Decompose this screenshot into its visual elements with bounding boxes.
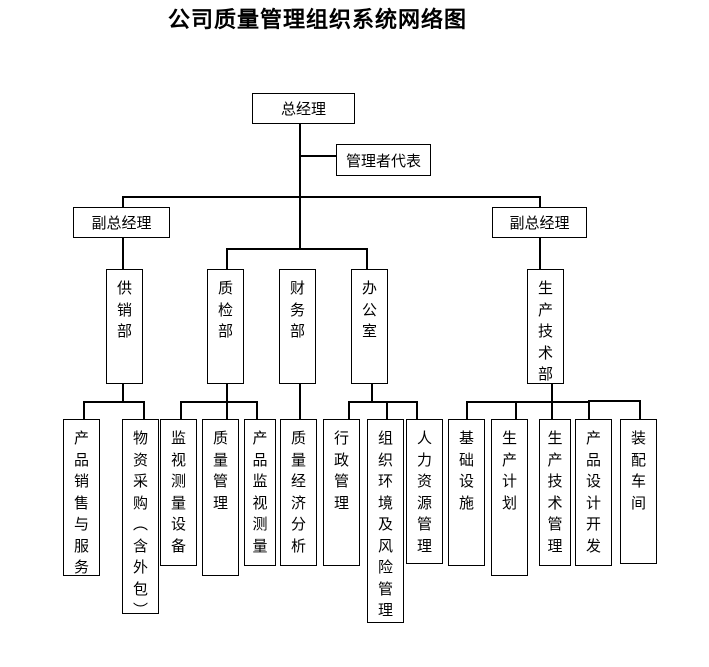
connector [180, 401, 182, 419]
func-label: 质量管理 [212, 429, 228, 512]
connector [122, 383, 124, 402]
general-manager-box: 总经理 [252, 93, 355, 124]
func-box: 物资采购︵含外包︶ [122, 419, 159, 619]
dept-sales-box: 供销部 [106, 269, 143, 384]
management-rep-label: 管理者代表 [345, 151, 421, 170]
connector [299, 155, 336, 157]
connector [588, 401, 590, 419]
dept-finance-label: 财务部 [289, 279, 305, 340]
func-box: 人力资源管理 [406, 419, 443, 564]
dept-sales-label: 供销部 [116, 279, 132, 340]
func-label: 产品监视测量 [252, 429, 268, 555]
connector [639, 400, 641, 419]
connector [226, 383, 228, 402]
connector [143, 401, 145, 419]
connector [348, 401, 417, 403]
dept-qc-label: 质检部 [217, 279, 233, 340]
connector [180, 401, 257, 403]
func-label: 行政管理 [333, 429, 349, 512]
dept-qc-box: 质检部 [207, 269, 244, 384]
dept-production-tech-box: 生产技术部 [527, 269, 564, 384]
general-manager-label: 总经理 [280, 100, 326, 118]
connector [122, 196, 124, 207]
func-label: 质量经济分析 [290, 429, 306, 555]
func-box: 质量经济分析 [280, 419, 317, 566]
deputy-manager-left-label: 副总经理 [91, 214, 152, 232]
func-box: 生产技术管理 [539, 419, 571, 566]
deputy-manager-left-box: 副总经理 [73, 207, 170, 238]
func-label: 物资采购︵含外包︶ [132, 429, 148, 619]
func-box: 监视测量设备 [160, 419, 197, 566]
func-box: 装配车间 [620, 419, 657, 564]
connector [515, 401, 517, 419]
connector [226, 248, 367, 250]
dept-finance-box: 财务部 [279, 269, 316, 384]
connector [539, 196, 541, 207]
func-label: 组织环境及风险管理 [377, 429, 393, 619]
func-label: 产品销售与服务 [73, 429, 89, 576]
func-label: 人力资源管理 [416, 429, 432, 555]
func-label: 生产计划 [501, 429, 517, 512]
connector [122, 237, 124, 269]
connector [256, 401, 258, 419]
func-label: 监视测量设备 [170, 429, 186, 555]
func-box: 生产计划 [491, 419, 528, 576]
func-label: 产品设计开发 [585, 429, 601, 555]
page-title: 公司质量管理组织系统网络图 [168, 8, 468, 33]
func-label: 基础设施 [458, 429, 474, 512]
deputy-manager-right-box: 副总经理 [492, 207, 587, 238]
connector [299, 383, 301, 419]
func-box: 产品设计开发 [575, 419, 612, 566]
connector [122, 196, 540, 198]
connector [466, 401, 468, 419]
func-box: 产品销售与服务 [63, 419, 100, 576]
func-box: 行政管理 [323, 419, 360, 566]
connector [366, 248, 368, 269]
connector [348, 401, 350, 419]
management-rep-box: 管理者代表 [336, 144, 431, 176]
func-box: 产品监视测量 [244, 419, 276, 566]
connector [371, 383, 373, 402]
connector [299, 123, 301, 248]
connector [588, 400, 640, 402]
connector [416, 401, 418, 419]
deputy-manager-right-label: 副总经理 [509, 214, 570, 232]
connector [83, 401, 144, 403]
connector [386, 401, 388, 419]
func-box: 组织环境及风险管理 [367, 419, 404, 623]
connector [466, 401, 589, 403]
func-box: 质量管理 [202, 419, 239, 576]
connector [539, 237, 541, 269]
func-box: 基础设施 [448, 419, 485, 566]
dept-production-tech-label: 生产技术部 [537, 279, 553, 383]
func-label: 生产技术管理 [547, 429, 563, 555]
connector [226, 248, 228, 269]
dept-office-box: 办公室 [351, 269, 388, 384]
dept-office-label: 办公室 [361, 279, 377, 340]
connector [83, 401, 85, 419]
connector [226, 401, 228, 419]
func-label: 装配车间 [630, 429, 646, 512]
